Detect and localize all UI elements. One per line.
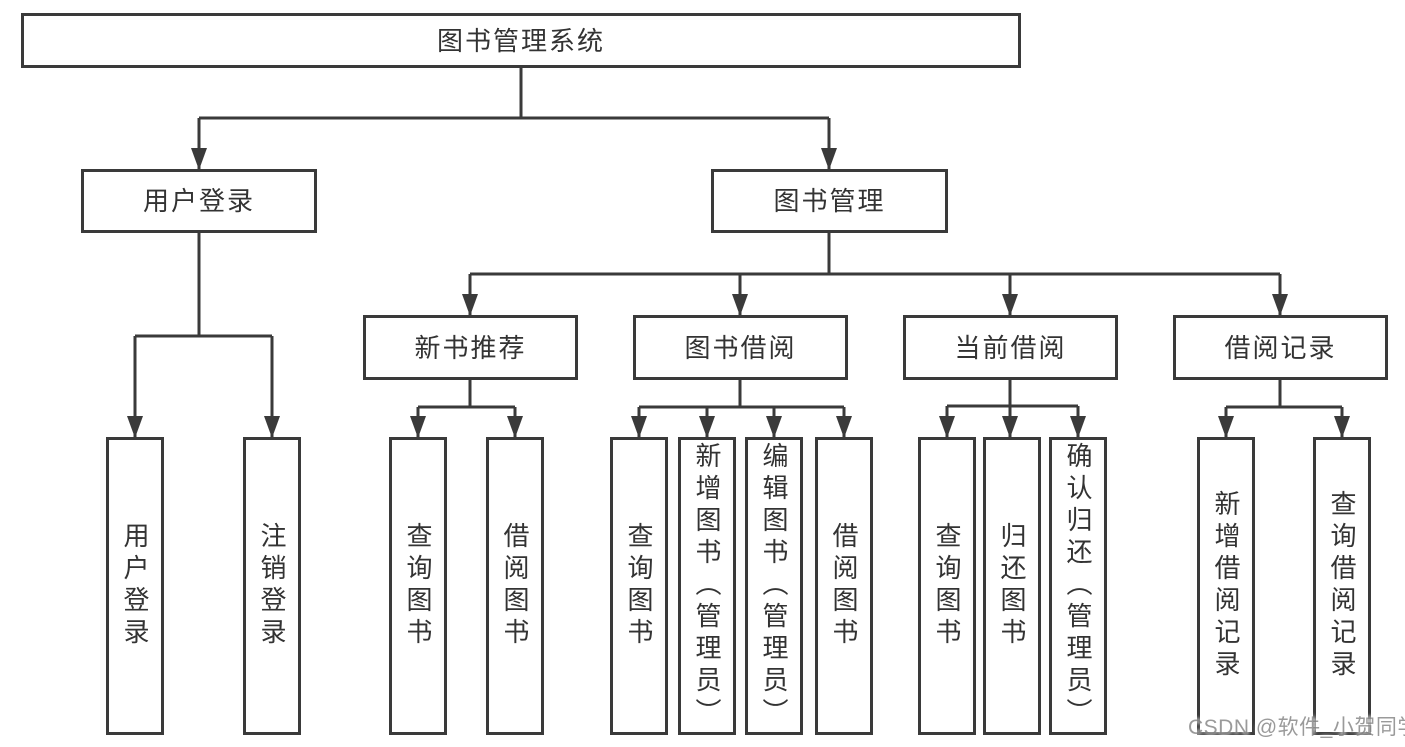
watermark: CSDN @软件_小贺同学 (1188, 716, 1405, 739)
leaf-query-books-borrow: 查询图书 (610, 437, 668, 735)
leaf-borrow-books-recommend: 借阅图书 (486, 437, 544, 735)
leaf-logout: 注销登录 (243, 437, 301, 735)
node-library-management-system: 图书管理系统 (21, 13, 1021, 68)
leaf-add-borrow-record: 新增借阅记录 (1197, 437, 1255, 735)
leaf-query-books-current: 查询图书 (918, 437, 976, 735)
node-book-borrowing: 图书借阅 (633, 315, 848, 380)
connector-current-trunk (947, 380, 1078, 408)
leaf-add-book-admin: 新增图书（管理员） (678, 437, 736, 735)
leaf-return-book: 归还图书 (983, 437, 1041, 735)
leaf-edit-book-admin: 编辑图书（管理员） (745, 437, 803, 735)
leaf-user-login: 用户登录 (106, 437, 164, 735)
connector-userlogin-trunk (135, 233, 272, 338)
leaf-query-borrow-record: 查询借阅记录 (1313, 437, 1371, 735)
node-borrowing-records: 借阅记录 (1173, 315, 1388, 380)
connector-borrow-trunk (639, 380, 844, 409)
connector-records-trunk (1226, 380, 1342, 409)
node-current-borrowing: 当前借阅 (903, 315, 1118, 380)
leaf-confirm-return-admin: 确认归还（管理员） (1049, 437, 1107, 735)
node-book-management: 图书管理 (711, 169, 948, 233)
node-user-login: 用户登录 (81, 169, 317, 233)
leaf-query-books-recommend: 查询图书 (389, 437, 447, 735)
connector-root-trunk (199, 68, 829, 120)
connector-bookmgmt-trunk (470, 233, 1280, 276)
node-new-book-recommendation: 新书推荐 (363, 315, 578, 380)
connector-newbook-trunk (418, 380, 515, 409)
leaf-borrow-books: 借阅图书 (815, 437, 873, 735)
